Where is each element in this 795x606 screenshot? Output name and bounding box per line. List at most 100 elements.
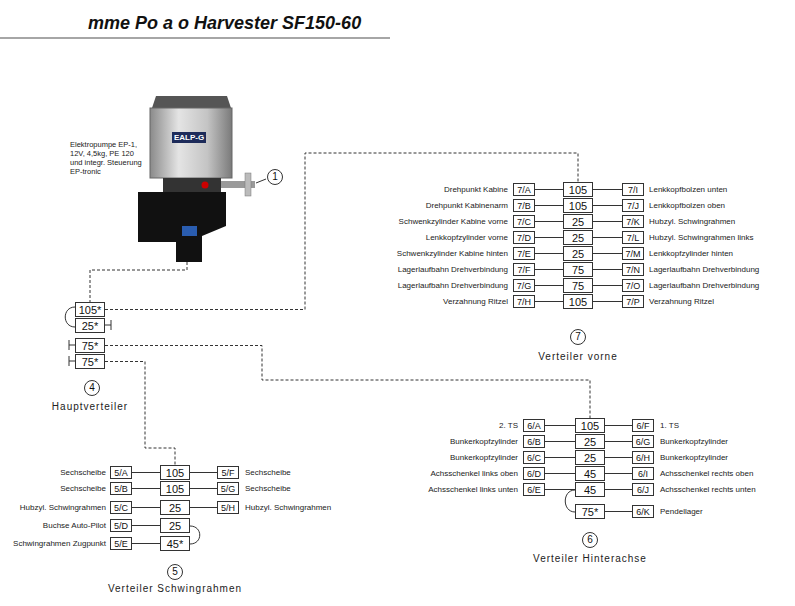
- distributor-cell: 105: [575, 418, 605, 433]
- port-id: 6/A: [527, 421, 541, 431]
- distributor-cell: 25*: [75, 318, 105, 333]
- distributor-cell: 25: [575, 434, 605, 449]
- lube-point-label: Hubzyl. Schwingrahmen: [649, 217, 735, 226]
- callout-number: 6: [582, 532, 598, 548]
- port-id: 7/P: [626, 297, 640, 307]
- lube-point-label: Drehpunkt Kabinenarm: [426, 201, 508, 210]
- port-line: [535, 301, 563, 302]
- pump-neck: [163, 178, 221, 192]
- port-line: [132, 543, 160, 544]
- port-line: [605, 473, 632, 474]
- port-box: 6/C: [523, 451, 545, 464]
- port-line: [535, 189, 563, 190]
- port-line: [593, 189, 622, 190]
- lube-point-label: 1. TS: [660, 421, 679, 430]
- lube-point-label: Lenkkopfbolzen unten: [649, 185, 727, 194]
- cell-value: 25: [584, 452, 596, 464]
- lube-point-label: Sechscheibe: [60, 484, 106, 493]
- distributor-cell: 105: [160, 481, 190, 496]
- lube-point-label: Sechscheibe: [245, 468, 291, 477]
- port-box: 7/K: [622, 215, 644, 228]
- port-line: [605, 489, 632, 490]
- port-box: 7/C: [513, 215, 535, 228]
- port-box: 7/I: [622, 183, 644, 196]
- port-id: 5/F: [221, 468, 234, 478]
- callout-number: 4: [84, 380, 100, 396]
- lube-point-label: Sechscheibe: [60, 468, 106, 477]
- port-line: [535, 285, 563, 286]
- port-box: 7/B: [513, 199, 535, 212]
- port-box: 6/D: [523, 467, 545, 480]
- port-id: 5/E: [114, 539, 128, 549]
- cell-value: 105: [569, 296, 587, 308]
- pump-description: Elektropumpe EP-1, 12V, 4,5kg, PE 120 un…: [70, 140, 148, 176]
- pump-indicator: [202, 182, 209, 189]
- bridge-bracket: [565, 490, 575, 512]
- cell-value: 105*: [79, 304, 102, 316]
- cell-value: 25: [584, 436, 596, 448]
- distributor-cell: 45: [575, 466, 605, 481]
- port-id: 7/G: [517, 281, 532, 291]
- lube-point-label: Achsschenkel rechts oben: [660, 469, 753, 478]
- distributor-cell: 75*: [75, 354, 105, 369]
- lube-point-label: 2. TS: [499, 421, 518, 430]
- distributor-cell: 105: [563, 294, 593, 309]
- callout-number: 7: [570, 329, 586, 345]
- port-id: 5/H: [221, 503, 235, 513]
- port-line: [605, 441, 632, 442]
- lube-point-label: Lagerlaufbahn Drehverbindung: [398, 265, 508, 274]
- pump-unit: EALP-G: [130, 95, 235, 262]
- cell-value: 75*: [82, 340, 99, 352]
- port-box: 7/O: [622, 279, 644, 292]
- port-box: 5/E: [110, 537, 132, 550]
- lube-point-label: Verzahnung Ritzel: [649, 297, 714, 306]
- port-box: 6/E: [523, 483, 545, 496]
- pump-base: [138, 192, 226, 262]
- port-box: 7/D: [513, 231, 535, 244]
- pump-valve-handle: [245, 173, 251, 196]
- lube-point-label: Lenkkopfzylinder hinten: [649, 249, 733, 258]
- lube-point-label: Achsschenkel links unten: [428, 485, 518, 494]
- port-id: 7/I: [628, 185, 638, 195]
- port-id: 7/A: [517, 185, 531, 195]
- port-id: 6/D: [527, 469, 541, 479]
- port-id: 7/K: [626, 217, 640, 227]
- distributor-name: Hauptverteiler: [52, 401, 128, 412]
- distributor-cell: 75*: [75, 338, 105, 353]
- port-line: [545, 425, 575, 426]
- port-box: 7/A: [513, 183, 535, 196]
- port-box: 7/M: [622, 247, 644, 260]
- port-line: [605, 457, 632, 458]
- distributor-cell: 45*: [160, 536, 190, 551]
- port-box: 5/G: [217, 482, 239, 495]
- port-id: 7/H: [517, 297, 531, 307]
- cell-value: 105: [166, 467, 184, 479]
- cell-value: 105: [581, 420, 599, 432]
- port-line: [132, 507, 160, 508]
- port-box: 7/E: [513, 247, 535, 260]
- port-line: [535, 221, 563, 222]
- distributor-name: Verteiler Schwingrahmen: [108, 583, 242, 594]
- port-line: [132, 488, 160, 489]
- port-box: 7/N: [622, 263, 644, 276]
- plug-mark: [105, 320, 111, 330]
- port-id: 7/L: [627, 233, 640, 243]
- lube-point-label: Bunkerkopfzylinder: [660, 453, 728, 462]
- port-line: [132, 472, 160, 473]
- port-box: 7/F: [513, 263, 535, 276]
- distributor-cell: 75*: [575, 504, 605, 519]
- port-line: [593, 205, 622, 206]
- distributor-name: Verteiler vorne: [538, 351, 617, 362]
- port-line: [593, 301, 622, 302]
- port-line: [190, 507, 217, 508]
- port-id: 6/E: [527, 485, 541, 495]
- lube-point-label: Bunkerkopfzylinder: [450, 437, 518, 446]
- distributor-cell: 25: [563, 214, 593, 229]
- port-line: [593, 237, 622, 238]
- port-id: 6/H: [636, 453, 650, 463]
- port-box: 7/L: [622, 231, 644, 244]
- cell-value: 45: [584, 484, 596, 496]
- distributor-name: Verteiler Hinterachse: [533, 553, 647, 564]
- distributor-cell: 25: [160, 518, 190, 533]
